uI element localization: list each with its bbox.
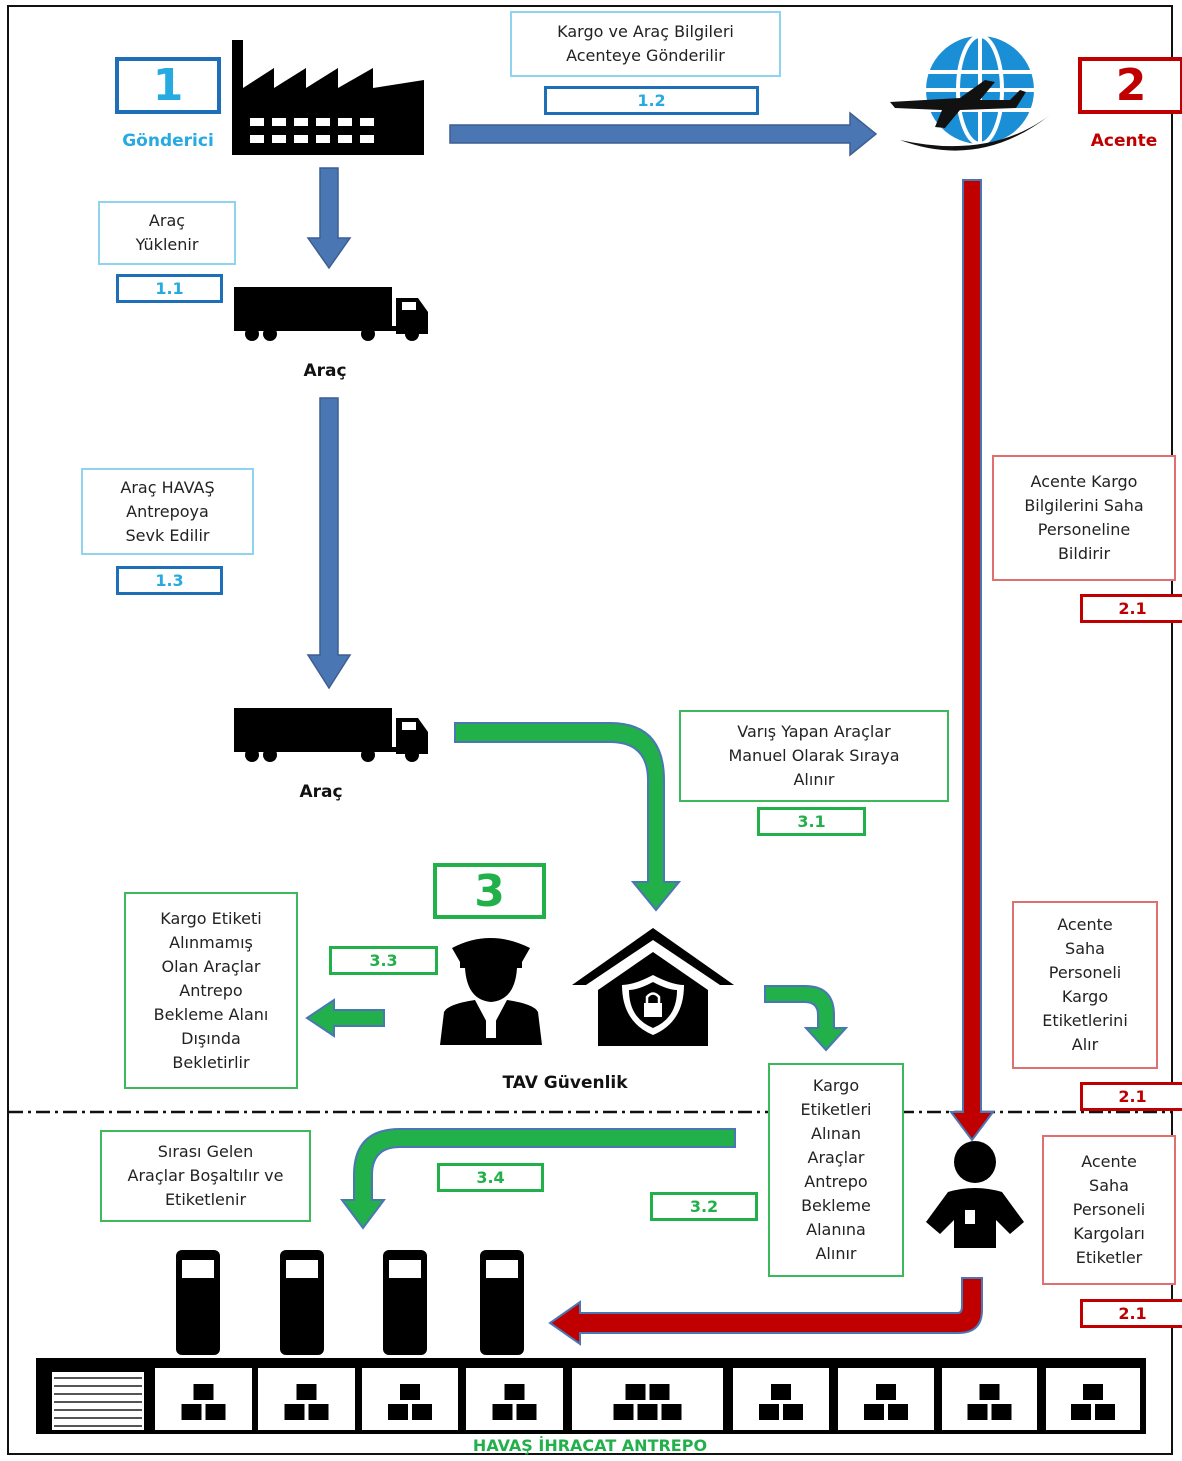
arrow-security-to-outside: [305, 998, 385, 1038]
diagram-frame: [7, 5, 1173, 1455]
truck-top-icon-1: [176, 1250, 220, 1355]
actor-label-sender: Gönderici: [122, 131, 214, 151]
warehouse-label: HAVAŞ İHRACAT ANTREPO: [472, 1436, 708, 1455]
step-1-3-number: 1.3: [116, 566, 223, 595]
step-3-2-number: 3.2: [650, 1192, 758, 1221]
arrow-waiting-to-unloading: [340, 1128, 736, 1230]
warehouse-bay-2: [258, 1368, 355, 1430]
truck-icon-1: [234, 287, 428, 341]
step-3-3-text: Kargo Etiketi Alınmamış Olan Araçlar Ant…: [124, 892, 298, 1089]
step-3-3-number: 3.3: [329, 946, 438, 975]
warehouse-bay-1: [155, 1368, 252, 1430]
warehouse-bay-6: [733, 1368, 829, 1430]
step-1-2-number: 1.2: [544, 86, 759, 115]
step-2-1b-number: 2.1: [1080, 1082, 1182, 1111]
field-staff-icon: [926, 1141, 1024, 1248]
security-guard-icon: [440, 938, 542, 1045]
step-2-1c-text: Acente Saha Personeli Kargoları Etiketle…: [1042, 1135, 1176, 1285]
truck-top-icon-2: [280, 1250, 324, 1355]
warehouse-icon: [36, 1358, 1146, 1434]
arrow-truck-to-truck: [306, 397, 352, 690]
factory-icon: [232, 40, 424, 155]
arrow-factory-to-truck: [306, 167, 352, 270]
actor-number-agent: 2: [1078, 57, 1182, 114]
arrow-agent-down: [949, 179, 995, 1142]
arrow-security-to-waiting: [764, 985, 849, 1052]
actor-number-sender: 1: [115, 57, 221, 114]
step-1-2-text: Kargo ve Araç Bilgileri Acenteye Gönderi…: [510, 11, 781, 77]
unloading-trucks: [176, 1250, 524, 1355]
step-2-1a-text: Acente Kargo Bilgilerini Saha Personelin…: [992, 455, 1176, 581]
warehouse-bay-7: [838, 1368, 934, 1430]
truck-top-icon-3: [383, 1250, 427, 1355]
arrow-factory-to-agent: [449, 111, 878, 157]
step-2-1c-number: 2.1: [1080, 1299, 1182, 1328]
truck-top-icon-4: [480, 1250, 524, 1355]
truck-icon-2: [234, 708, 428, 762]
secure-house-icon: [572, 928, 734, 1046]
step-3-2-text: Kargo Etiketleri Alınan Araçlar Antrepo …: [768, 1063, 904, 1277]
actor-label-agent: Acente: [1090, 131, 1158, 151]
step-3-4-text: Sırası Gelen Araçlar Boşaltılır ve Etike…: [100, 1130, 311, 1222]
step-3-1-number: 3.1: [757, 807, 866, 836]
arrow-truck-to-security: [454, 722, 682, 912]
step-2-1b-text: Acente Saha Personeli Kargo Etiketlerini…: [1012, 901, 1158, 1069]
warehouse-bay-4: [466, 1368, 563, 1430]
step-3-1-text: Varış Yapan Araçlar Manuel Olarak Sıraya…: [679, 710, 949, 802]
globe-plane-icon: [890, 24, 1050, 168]
warehouse-bay-3: [362, 1368, 458, 1430]
actor-label-security: TAV Güvenlik: [502, 1073, 628, 1093]
step-1-1-text: Araç Yüklenir: [98, 201, 236, 265]
arrow-agent-staff-to-warehouse: [548, 1277, 983, 1346]
step-1-3-text: Araç HAVAŞ Antrepoya Sevk Edilir: [81, 468, 254, 555]
step-1-1-number: 1.1: [116, 274, 223, 303]
truck-label-2: Araç: [299, 782, 343, 802]
actor-number-security: 3: [433, 863, 546, 919]
warehouse-bay-5: [572, 1368, 723, 1430]
step-3-4-number: 3.4: [437, 1163, 544, 1192]
step-2-1a-number: 2.1: [1080, 594, 1182, 623]
warehouse-bay-8: [942, 1368, 1037, 1430]
truck-label-1: Araç: [303, 361, 347, 381]
warehouse-bay-9: [1046, 1368, 1140, 1430]
